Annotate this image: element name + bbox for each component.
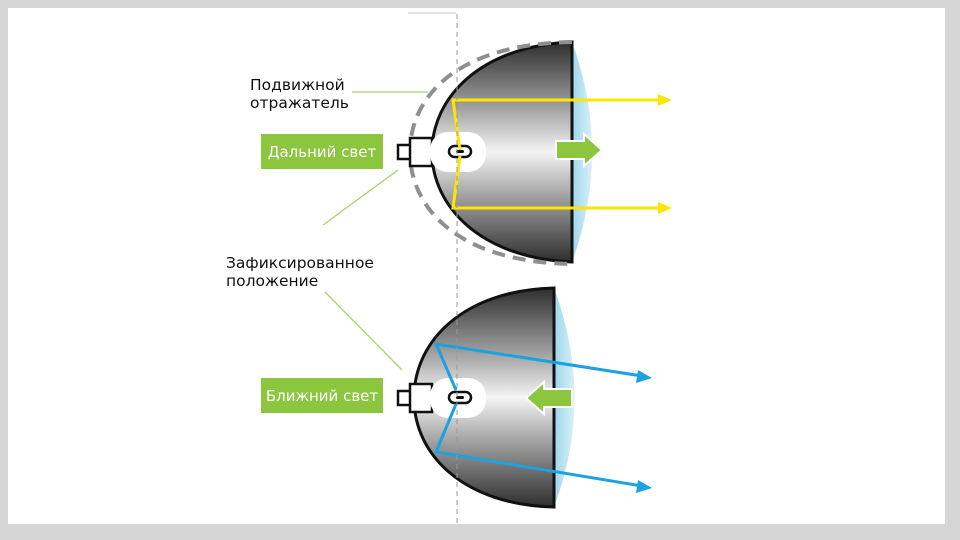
arrow-icon [524, 379, 573, 417]
low-beam-label: Ближний свет [261, 378, 383, 413]
fixed-position-line2: положение [226, 272, 319, 290]
fixed-position-line1: Зафиксированное [226, 254, 374, 272]
arrow-icon [555, 131, 604, 169]
ray-arrowhead-top-1 [658, 94, 672, 106]
movable-reflector-label: Подвижной отражатель [250, 76, 349, 112]
high-beam-label: Дальний свет [261, 134, 383, 169]
pointer-lines [322, 91, 428, 371]
high-beam-lamp [396, 40, 672, 266]
low-beam-rays [433, 342, 643, 488]
ray-arrowhead-top-2 [658, 202, 672, 214]
ray-arrowhead-bottom-1 [636, 370, 652, 383]
ray-arrowhead-bottom-2 [636, 480, 652, 493]
low-beam-lamp [396, 286, 652, 509]
movable-reflector-line1: Подвижной [250, 76, 345, 94]
movable-reflector-line2: отражатель [250, 94, 349, 112]
bulb-icon [396, 132, 486, 172]
high-beam-rays [451, 98, 662, 210]
bulb-icon [396, 378, 486, 418]
fixed-position-label: Зафиксированное положение [226, 254, 374, 290]
